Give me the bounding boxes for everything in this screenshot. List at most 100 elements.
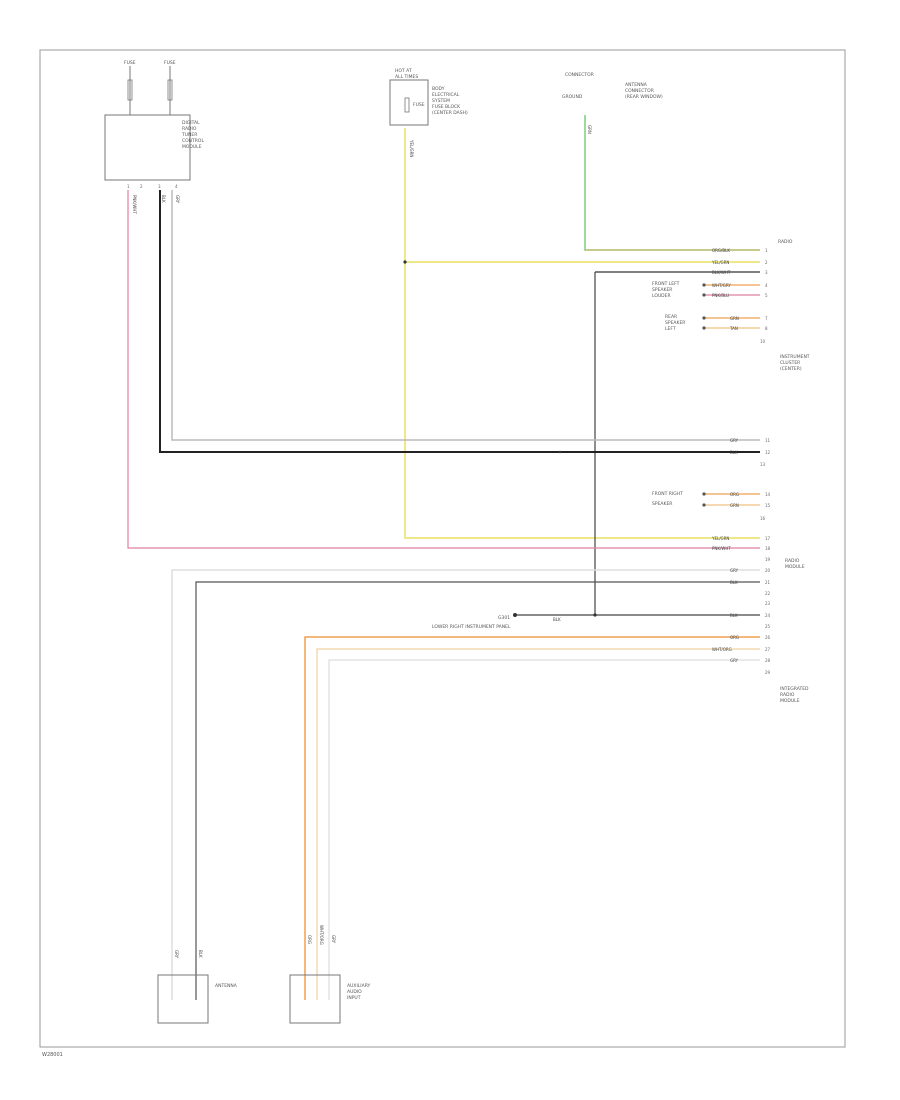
module-tl-pin-1: 1: [127, 184, 130, 189]
rb3-pin-7: 24: [765, 613, 771, 618]
rb2-wire-1: BLK: [730, 450, 738, 455]
rb1-wire2-0: GRN: [730, 316, 739, 321]
rb2-side-0: FRONT RIGHT: [652, 491, 683, 497]
rb2-pin-0: 11: [765, 438, 771, 443]
wire-aux-gray: [328, 659, 760, 1000]
module-tl-label-3: CONTROL: [182, 138, 204, 144]
rb2-wire2-0: ORG: [730, 492, 739, 497]
rb1-side-1: SPEAKER: [652, 287, 672, 293]
rb1-wire-0: ORG/BLK: [712, 248, 730, 253]
fuse-symbol-1: [127, 79, 133, 101]
rb1-conn-dot-1: [702, 283, 706, 287]
antenna-top-label-2: (REAR WINDOW): [625, 94, 663, 100]
right-block-1: RADIO ORG/BLK 1 YEL/GRN 2 BLK/WHT 3 WHT/…: [652, 239, 810, 372]
module-tl-label-1: RADIO: [182, 126, 197, 132]
wire-yellow-top: [404, 128, 760, 263]
rb1-header: RADIO: [778, 239, 793, 245]
fuse-box-top: HOT AT ALL TIMES BODY ELECTRICAL SYSTEM …: [389, 68, 468, 157]
rb1-side-2: LOUDER: [652, 293, 671, 299]
antenna-top-wire-label: GRN: [587, 125, 592, 134]
rb2-footer2-pin: 16: [760, 516, 766, 521]
rb2-pin2-1: 15: [765, 503, 771, 508]
wire-aux-orange: [304, 636, 760, 1000]
wire-aux-white-orange: [316, 648, 760, 1000]
rb1-side-0: FRONT LEFT: [652, 281, 680, 287]
rb3-pin-8: 25: [765, 624, 771, 629]
rb1-pin2-0: 7: [765, 316, 768, 321]
rb1-name-0: INSTRUMENT: [780, 354, 810, 360]
footer-code: W28001: [42, 1052, 63, 1058]
bottom-mid-wire-2: GRY: [331, 935, 336, 944]
bottom-left-wire-1: BLK: [198, 950, 203, 958]
splice-dot-3: [558, 450, 562, 454]
rb3-name-1: RADIO: [780, 692, 795, 698]
right-block-3: YEL/GRN 17 PNK/WHT 18 19 GRY 20 BLK 21 2…: [432, 536, 809, 704]
wires: [127, 115, 760, 1000]
rb1-name-1: CLUSTER: [780, 360, 800, 366]
rb3-wire-0: YEL/GRN: [711, 536, 729, 541]
bottom-left-wire-0: GRY: [174, 950, 179, 959]
rb3-pin-12: 29: [765, 670, 771, 675]
rb1-side2-1: SPEAKER: [665, 320, 685, 326]
rb3-pin-3: 20: [765, 568, 771, 573]
module-tl-label-0: DIGITAL: [182, 120, 200, 126]
fuse-box-top-label-3: FUSE BLOCK: [432, 104, 461, 110]
rb3-pin-11: 28: [765, 658, 771, 663]
antenna-top-title: CONNECTOR: [565, 72, 594, 78]
ground-desc: LOWER RIGHT INSTRUMENT PANEL: [432, 624, 511, 630]
bottom-mid-name-2: INPUT: [347, 995, 361, 1001]
ground-label: G301: [498, 615, 510, 621]
ground-wire-label: BLK: [553, 617, 561, 622]
diagram-frame: [39, 49, 846, 1048]
rb1-side2-2: LEFT: [665, 326, 676, 332]
rb1-side2-0: REAR: [665, 314, 677, 320]
fuse-label-1: FUSE: [124, 60, 136, 66]
rb1-wire-2: BLK/WHT: [712, 270, 731, 275]
rb2-conn-dot-1: [702, 492, 706, 496]
rb1-pin-3: 4: [765, 283, 768, 288]
fuse-box-top-wire-label: YEL/GRN: [409, 139, 414, 157]
bottom-mid-name-0: AUXILIARY: [347, 983, 371, 989]
rb1-footer-pin: 10: [760, 339, 766, 344]
rb3-pin-2: 19: [765, 557, 771, 562]
rb2-conn-dot-2: [702, 503, 706, 507]
rb1-conn-dot-3: [702, 316, 706, 320]
rb3-pin-5: 22: [765, 591, 771, 596]
bottom-mid-component: AUXILIARY AUDIO INPUT ORG WHT/ORG GRY: [289, 925, 371, 1024]
rb3-header: RADIO: [785, 558, 800, 564]
right-block-2: GRY 11 BLK 12 13 FRONT RIGHT SPEAKER ORG…: [652, 438, 771, 521]
rb3-wire-1: PNK/WHT: [712, 546, 731, 551]
rb3-wire-4: BLK: [730, 580, 738, 585]
rb3-wire-7: BLK: [730, 613, 738, 618]
fuse-symbol-2: [167, 79, 173, 101]
rb3-pin-0: 17: [765, 536, 771, 541]
fuse-box-top-label-4: (CENTER DASH): [432, 110, 468, 116]
rb2-pin2-0: 14: [765, 492, 771, 497]
bottom-left-component: ANTENNA GRY BLK: [157, 950, 238, 1024]
rb1-wire-3: WHT/GRY: [712, 283, 731, 288]
bottom-mid-name-1: AUDIO: [347, 989, 362, 995]
module-tl-pin-4: 4: [175, 184, 178, 189]
wire-black-antenna: [195, 581, 760, 1000]
rb3-pin-1: 18: [765, 546, 771, 551]
fuse-box-top-fuse-symbol: [404, 97, 410, 113]
fuse-box-top-rect: [389, 79, 429, 126]
bottom-mid-box: [289, 974, 341, 1024]
rb3-wire-9: ORG: [730, 635, 739, 640]
fuse-box-top-title: HOT AT: [395, 68, 412, 74]
rb3-pin-10: 27: [765, 647, 771, 652]
module-tl-wire-label-1: BLK: [161, 195, 166, 203]
rb3-wire-11: GRY: [730, 658, 739, 663]
rb2-pin-1: 12: [765, 450, 771, 455]
rb3-pin-9: 26: [765, 635, 771, 640]
rb1-wire-4: PNK/BLU: [712, 293, 729, 298]
rb3-wire-3: GRY: [730, 568, 739, 573]
rb1-name-2: (CENTER): [780, 366, 802, 372]
fuse-box-top-label-0: BODY: [432, 86, 445, 92]
antenna-top-label-0: ANTENNA: [625, 82, 648, 88]
rb1-pin-0: 1: [765, 248, 768, 253]
module-tl-label-2: TUNER: [181, 132, 197, 138]
wire-gray: [171, 190, 760, 441]
rb3-pin-6: 23: [765, 601, 771, 606]
